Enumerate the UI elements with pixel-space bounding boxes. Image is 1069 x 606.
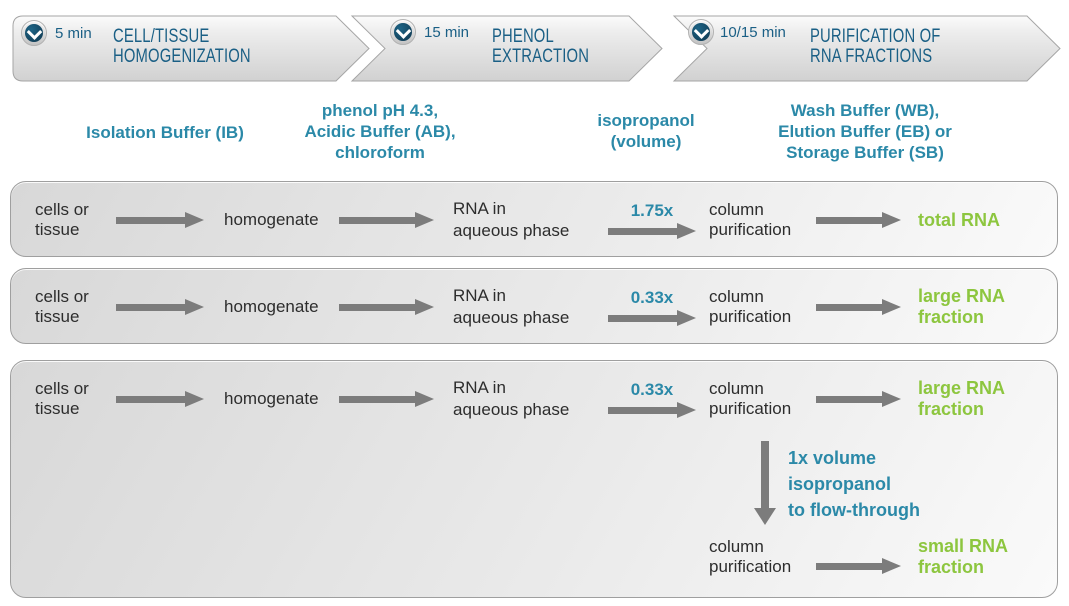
step-2-time-badge bbox=[390, 19, 416, 45]
step-1-time-badge bbox=[21, 20, 47, 46]
process-step-chevrons bbox=[12, 15, 1061, 82]
flow-arrow bbox=[816, 361, 901, 437]
step-2-title-line1: PHENOL bbox=[492, 26, 554, 47]
arrow-right-icon bbox=[608, 222, 696, 240]
step-1-title-line2: HOMOGENIZATION bbox=[113, 46, 251, 67]
step-3-title: PURIFICATION OF RNA FRACTIONS bbox=[810, 27, 941, 67]
arrow-right-icon bbox=[339, 298, 434, 316]
flow-arrow bbox=[816, 269, 901, 345]
arrow-right-icon bbox=[116, 298, 204, 316]
arrow-right-icon bbox=[816, 558, 901, 575]
flow-arrow bbox=[116, 182, 204, 258]
volume-multiplier-label: 1.75x bbox=[630, 200, 674, 220]
flow-through-isopropanol-label: 1x volume isopropanol to flow-through bbox=[788, 448, 920, 520]
reagent-isolation-buffer: Isolation Buffer (IB) bbox=[40, 122, 290, 143]
arrow-right-icon bbox=[816, 211, 901, 229]
step-3-title-line2: RNA FRACTIONS bbox=[810, 46, 933, 67]
arrow-right-icon bbox=[608, 309, 696, 327]
step-1-title-line1: CELL/TISSUE bbox=[113, 26, 210, 47]
homogenate-step: homogenate bbox=[224, 389, 319, 408]
step-3-title-line1: PURIFICATION OF bbox=[810, 26, 941, 47]
reagent-line: Isolation Buffer (IB) bbox=[86, 123, 244, 142]
reagent-phenol-buffers: phenol pH 4.3, Acidic Buffer (AB), chlor… bbox=[255, 100, 505, 163]
homogenate-step: homogenate bbox=[224, 297, 319, 316]
flow-arrow bbox=[816, 182, 901, 258]
volume-multiplier-label: 0.33x bbox=[630, 287, 674, 307]
step-1-time: 5 min bbox=[55, 25, 92, 42]
step-2-title: PHENOL EXTRACTION bbox=[492, 27, 589, 67]
reagent-line: Elution Buffer (EB) or bbox=[778, 122, 952, 141]
chevron-step-1-shape bbox=[12, 15, 370, 82]
chevron-step-3-shape bbox=[672, 15, 1061, 82]
chevron-down-icon bbox=[394, 22, 412, 41]
arrow-right-icon bbox=[816, 298, 901, 316]
arrow-right-icon bbox=[339, 390, 434, 408]
reagent-line: Storage Buffer (SB) bbox=[786, 143, 944, 162]
step-2-title-line2: EXTRACTION bbox=[492, 46, 590, 67]
step-3-time: 10/15 min bbox=[720, 24, 786, 41]
isopropanol-volume-arrow: 0.33x bbox=[608, 361, 696, 437]
flow-arrow bbox=[816, 558, 901, 575]
step-3-time-badge bbox=[688, 19, 714, 45]
flow-arrow bbox=[339, 269, 434, 345]
flow-arrow bbox=[116, 269, 204, 345]
reagent-isopropanol: isopropanol (volume) bbox=[521, 110, 771, 152]
flow-arrow bbox=[339, 361, 434, 437]
chevron-down-icon bbox=[25, 23, 43, 42]
arrow-down-icon bbox=[754, 441, 776, 526]
homogenate-step: homogenate bbox=[224, 210, 319, 229]
reagent-line: Acidic Buffer (AB), bbox=[304, 122, 456, 141]
reagent-line: (volume) bbox=[610, 132, 682, 151]
step-1-title: CELL/TISSUE HOMOGENIZATION bbox=[113, 27, 251, 67]
arrow-right-icon bbox=[116, 390, 204, 408]
chevron-down-icon bbox=[692, 22, 710, 41]
isopropanol-volume-arrow: 0.33x bbox=[608, 269, 696, 345]
result-total-rna: total RNA bbox=[918, 209, 1000, 230]
arrow-right-icon bbox=[608, 401, 696, 419]
volume-multiplier-label: 0.33x bbox=[630, 379, 674, 399]
flow-arrow bbox=[339, 182, 434, 258]
reagent-line: Wash Buffer (WB), bbox=[790, 101, 940, 120]
flow-arrow bbox=[116, 361, 204, 437]
isopropanol-volume-arrow: 1.75x bbox=[608, 182, 696, 258]
arrow-right-icon bbox=[816, 390, 901, 408]
reagent-wash-elution-storage: Wash Buffer (WB), Elution Buffer (EB) or… bbox=[735, 100, 995, 163]
reagent-line: chloroform bbox=[335, 143, 425, 162]
chevron-step-2-shape bbox=[350, 15, 663, 82]
step-2-time: 15 min bbox=[424, 24, 470, 41]
arrow-right-icon bbox=[339, 211, 434, 229]
reagent-line: isopropanol bbox=[597, 111, 695, 130]
reagent-line: phenol pH 4.3, bbox=[321, 101, 439, 120]
arrow-right-icon bbox=[116, 211, 204, 229]
